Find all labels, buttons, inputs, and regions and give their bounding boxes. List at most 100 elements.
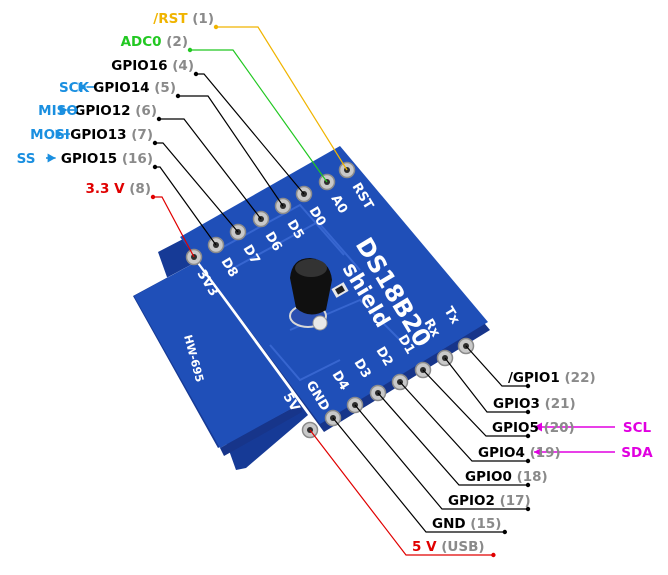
ds18b20-sensor-top — [295, 259, 327, 277]
pin-callout-line — [196, 73, 305, 195]
callout-dot — [152, 140, 158, 146]
pin-signal-name: GPIO0 — [465, 469, 512, 485]
pin-signal-name: GND — [432, 516, 466, 532]
pin-callout-line — [309, 429, 494, 556]
callout-dot — [525, 383, 531, 389]
pin-number: (2) — [162, 34, 188, 50]
pin-number: (4) — [168, 58, 194, 74]
callout-dot — [491, 552, 496, 558]
spi-function-label: SS — [17, 151, 36, 167]
bottom-pin-label: GPIO2 (17) — [448, 493, 531, 509]
callout-dot — [525, 409, 531, 415]
pin-callout-line — [377, 392, 528, 486]
pin-callout-lines — [46, 24, 615, 558]
callout-dot — [525, 506, 531, 512]
pin-number: (19) — [525, 445, 561, 461]
pin-signal-name: ADC0 — [121, 34, 162, 50]
pin-callout-line — [159, 118, 262, 220]
pin-signal-name: GPIO4 — [478, 445, 525, 461]
pcb-trace — [229, 220, 361, 271]
pcb-lower-edge — [220, 404, 302, 456]
i2c-function-label: SDA — [621, 445, 653, 461]
pin-number: (17) — [495, 493, 531, 509]
pin-signal-name: GPIO14 — [93, 80, 149, 96]
pin-number: (5) — [150, 80, 176, 96]
top-pin-label: GPIO15 (16) — [61, 151, 153, 167]
pin-number: (6) — [131, 103, 157, 119]
pin-signal-name: /GPIO1 — [508, 370, 560, 386]
pin-signal-name: GPIO2 — [448, 493, 495, 509]
i2c-function-label: SCL — [623, 420, 652, 436]
top-pin-label: GPIO14 (5) — [93, 80, 176, 96]
top-pin-label: GPIO12 (6) — [74, 103, 157, 119]
pin-number: (1) — [188, 11, 214, 27]
pin-callout-line — [422, 369, 528, 437]
pin-signal-name: GPIO3 — [493, 396, 540, 412]
pin-callout-line — [153, 196, 195, 258]
arrow-head — [534, 447, 542, 457]
callout-dot — [213, 24, 219, 30]
callout-dot — [152, 164, 158, 170]
pin-callout-line — [178, 95, 284, 207]
pcb-lower-left — [134, 262, 300, 448]
callout-dot — [525, 433, 531, 439]
spi-function-label: MOSI — [30, 127, 70, 143]
pin-callout-line — [190, 49, 328, 183]
pin-number: (20) — [539, 420, 575, 436]
bottom-pin-label: 5 V (USB) — [412, 539, 485, 555]
pin-number: (USB) — [437, 539, 485, 555]
callout-dot — [193, 71, 199, 77]
pin-signal-name: GPIO12 — [74, 103, 130, 119]
pin-number: (7) — [127, 127, 153, 143]
pin-signal-name: GPIO13 — [70, 127, 126, 143]
arrow-head — [78, 82, 87, 92]
top-pin-label: GPIO13 (7) — [70, 127, 153, 143]
spi-function-label: SCK — [59, 80, 90, 96]
callout-dot — [156, 116, 162, 122]
pcb-board: DS18B20shieldHW-695RSTA0D0D5D6D7D83V3TxR… — [133, 146, 490, 470]
bottom-pin-label: GPIO3 (21) — [493, 396, 576, 412]
smd-resistor-body — [335, 285, 345, 295]
pin-callout-line — [155, 142, 239, 233]
top-pin-label: GPIO16 (4) — [111, 58, 194, 74]
pin-callout-line — [465, 345, 528, 387]
callout-dot — [502, 529, 507, 535]
callout-dot — [150, 194, 156, 200]
pin-number: (15) — [466, 516, 502, 532]
pin-number: (22) — [560, 370, 596, 386]
callout-dot — [525, 458, 531, 464]
pin-signal-name: 3.3 V — [85, 181, 125, 197]
pin-callout-line — [399, 381, 528, 462]
pin-signal-name: GPIO16 — [111, 58, 167, 74]
callout-dot — [175, 93, 181, 99]
bottom-pin-label: GPIO4 (19) — [478, 445, 561, 461]
pin-callout-line — [332, 417, 505, 533]
spi-function-label: MISO — [38, 103, 78, 119]
arrow-head — [534, 422, 542, 432]
bottom-pin-label: GPIO5 (20) — [492, 420, 575, 436]
pin-labels: /RST (1)ADC0 (2)GPIO16 (4)GPIO14 (5)SCKG… — [17, 11, 654, 555]
top-pin-label: 3.3 V (8) — [85, 181, 151, 197]
pcb-trace — [269, 344, 341, 382]
pin-callout-line — [216, 26, 348, 171]
pin-number: (18) — [512, 469, 548, 485]
arrow-head — [47, 153, 56, 163]
arrow-head — [55, 129, 64, 139]
pin-signal-name: 5 V — [412, 539, 437, 555]
pin-callout-line — [444, 357, 528, 413]
top-pin-label: ADC0 (2) — [121, 34, 188, 50]
bottom-pin-label: GPIO0 (18) — [465, 469, 548, 485]
bottom-pin-label: GND (15) — [432, 516, 501, 532]
bottom-pin-label: /GPIO1 (22) — [508, 370, 596, 386]
pin-signal-name: GPIO5 — [492, 420, 539, 436]
pin-number: (21) — [540, 396, 576, 412]
pin-signal-name: GPIO15 — [61, 151, 117, 167]
sensor-pad — [312, 315, 328, 331]
top-pin-label: /RST (1) — [153, 11, 214, 27]
pin-number: (8) — [125, 181, 151, 197]
pin-number: (16) — [117, 151, 153, 167]
pin-signal-name: /RST — [153, 11, 188, 27]
callout-dot — [525, 482, 531, 488]
callout-dot — [187, 47, 193, 53]
